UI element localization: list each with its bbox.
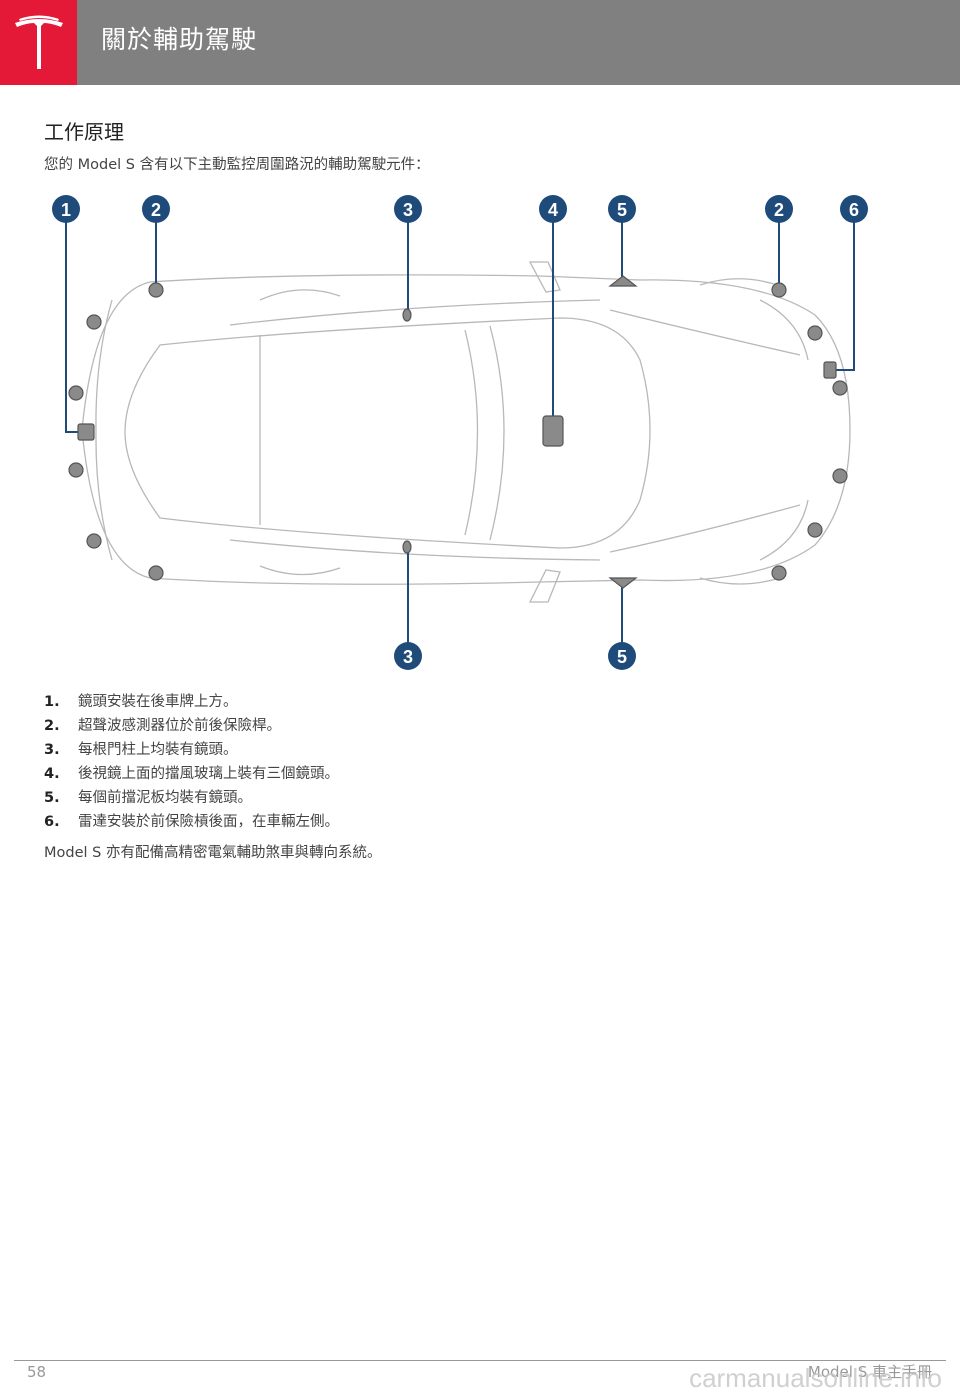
wheel-arch-rear-bottom: [259, 565, 341, 576]
headlight-top: [759, 299, 809, 361]
radar-unit: [823, 361, 837, 379]
fender-camera-bottom: [608, 577, 638, 589]
ultrasonic-sensor: [771, 282, 787, 298]
callout-badge: [394, 195, 422, 223]
list-item-number: 6.: [44, 814, 60, 830]
ultrasonic-sensor: [832, 468, 848, 484]
footer-divider: [14, 1360, 946, 1361]
rear-camera: [77, 423, 95, 441]
manual-name: Model S 車主手冊: [807, 1363, 932, 1381]
taillight-line: [95, 299, 113, 561]
list-item-text: 後視鏡上面的擋風玻璃上裝有三個鏡頭。: [78, 766, 339, 782]
windshield-line-2: [489, 325, 505, 541]
callout-number: 5: [617, 200, 627, 220]
ultrasonic-sensor: [86, 533, 102, 549]
mirror-bottom: [528, 569, 561, 603]
callout-number: 2: [774, 200, 784, 220]
callout-badge: [840, 195, 868, 223]
callout-markers-top: 1 2 3 4 5 2 6: [52, 195, 868, 223]
page-title: 關於輔助駕駛: [101, 25, 258, 54]
list-item: 4. 後視鏡上面的擋風玻璃上裝有三個鏡頭。: [44, 762, 339, 786]
callout-number: 6: [849, 200, 859, 220]
list-item-text: 每根門柱上均裝有鏡頭。: [78, 742, 238, 758]
list-item: 5. 每個前擋泥板均裝有鏡頭。: [44, 786, 339, 810]
list-item-number: 2.: [44, 718, 60, 734]
ultrasonic-sensor: [807, 522, 823, 538]
intro-text: 您的 Model S 含有以下主動監控周圍路況的輔助駕駛元件：: [44, 157, 430, 173]
ultrasonic-sensor: [86, 314, 102, 330]
component-list: 1. 鏡頭安裝在後車牌上方。 2. 超聲波感測器位於前後保險桿。 3. 每根門柱上均裝…: [44, 690, 339, 834]
hood-line-top: [609, 309, 801, 356]
callout-badge: [142, 195, 170, 223]
fender-camera-top: [608, 275, 638, 287]
callout-badge: [539, 195, 567, 223]
page-number: 58: [27, 1363, 47, 1381]
callout-badge: [394, 642, 422, 670]
callout-number: 3: [403, 647, 413, 667]
ultrasonic-sensor: [148, 282, 164, 298]
list-item-text: 鏡頭安裝在後車牌上方。: [78, 694, 238, 710]
leader-6: [836, 222, 855, 371]
callout-number: 2: [151, 200, 161, 220]
ultrasonic-sensor: [832, 380, 848, 396]
mirror-top: [528, 261, 561, 293]
list-item: 2. 超聲波感測器位於前後保險桿。: [44, 714, 339, 738]
callout-badge: [608, 642, 636, 670]
headlight-bottom: [759, 499, 809, 561]
callout-number: 1: [61, 200, 71, 220]
ultrasonic-sensor: [771, 565, 787, 581]
tesla-logo: [0, 0, 77, 85]
section-title: 工作原理: [44, 120, 124, 144]
watermark: carmanualsonline.info: [689, 1363, 942, 1393]
side-line-bottom: [229, 539, 601, 561]
callout-badge: [52, 195, 80, 223]
pillar-camera-top: [402, 308, 412, 322]
note-text: Model S 亦有配備高精密電氣輔助煞車與轉向系統。: [44, 845, 382, 861]
list-item-number: 3.: [44, 742, 60, 758]
callout-badge: [765, 195, 793, 223]
list-item-text: 雷達安裝於前保險槓後面，在車輛左側。: [78, 814, 339, 830]
wheel-arch-front-top: [699, 278, 781, 287]
list-item: 1. 鏡頭安裝在後車牌上方。: [44, 690, 339, 714]
ultrasonic-sensor: [68, 385, 84, 401]
list-item: 3. 每根門柱上均裝有鏡頭。: [44, 738, 339, 762]
ultrasonic-sensor: [807, 325, 823, 341]
list-item-number: 5.: [44, 790, 60, 806]
page-header: 關於輔助駕駛: [0, 0, 960, 85]
side-line-top: [229, 299, 601, 326]
tesla-logo-icon: [14, 15, 63, 69]
callout-markers-bottom: 3 5: [394, 642, 636, 670]
ultrasonic-sensor: [148, 565, 164, 581]
windshield-line: [464, 329, 479, 536]
car-sensor-diagram: 1 2 3 4 5 2 6 3 5: [52, 195, 868, 670]
wheel-arch-rear-top: [259, 289, 341, 301]
list-item-number: 1.: [44, 694, 60, 710]
callout-number: 4: [548, 200, 558, 220]
list-item-number: 4.: [44, 766, 60, 782]
list-item-text: 每個前擋泥板均裝有鏡頭。: [78, 790, 252, 806]
callout-badge: [608, 195, 636, 223]
ultrasonic-sensor: [68, 462, 84, 478]
cabin-outline: [124, 317, 651, 549]
hood-line-bottom: [609, 504, 801, 553]
wheel-arch-front-bottom: [699, 577, 781, 585]
list-item: 6. 雷達安裝於前保險槓後面，在車輛左側。: [44, 810, 339, 834]
car-body-outline: [81, 274, 851, 585]
callout-number: 3: [403, 200, 413, 220]
windshield-camera: [542, 415, 564, 447]
pillar-camera-bottom: [402, 540, 412, 554]
callout-number: 5: [617, 647, 627, 667]
list-item-text: 超聲波感測器位於前後保險桿。: [78, 718, 281, 734]
